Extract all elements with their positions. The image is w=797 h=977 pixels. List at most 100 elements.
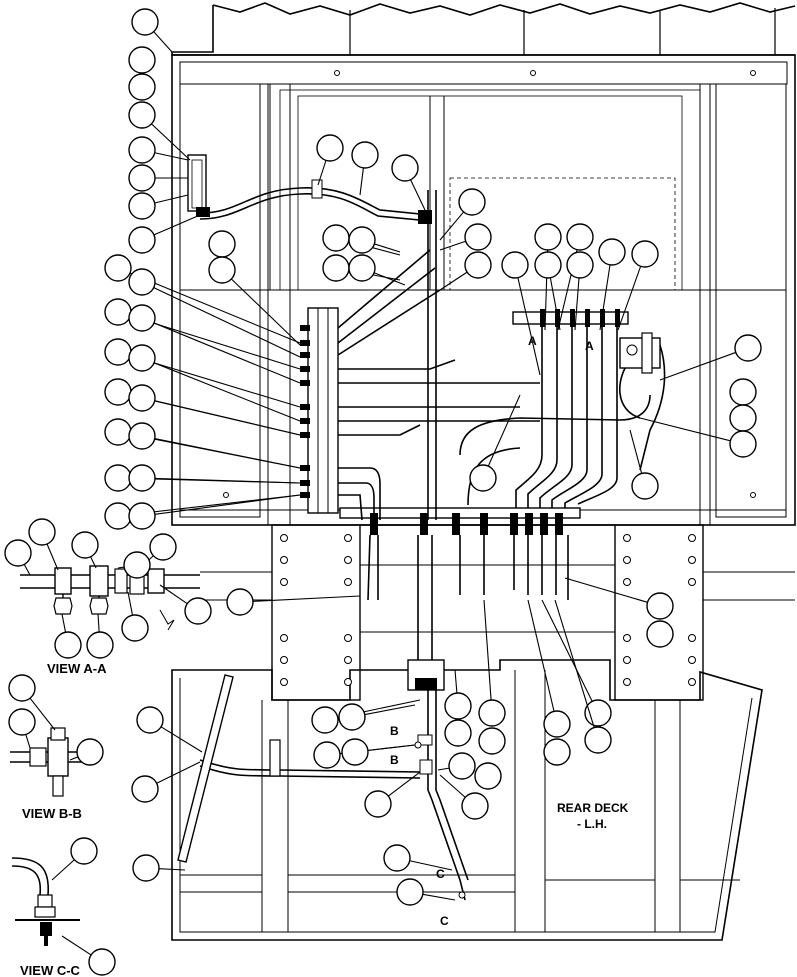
callout-leader-line (364, 704, 416, 716)
callout-balloon (104, 254, 132, 282)
callout-balloon (534, 223, 562, 251)
callout-balloon (4, 539, 32, 567)
callout-leader-line (154, 477, 301, 484)
callout-leader-line (574, 277, 580, 331)
switch-box (187, 154, 432, 224)
callout-balloon (543, 738, 571, 766)
callout-balloon (128, 384, 156, 412)
view-a-detail (20, 565, 200, 631)
callout-leader-line (23, 564, 31, 576)
callout-balloon (104, 298, 132, 326)
callout-balloon (128, 46, 156, 74)
callout-leader-line (527, 599, 555, 712)
callout-balloon (729, 404, 757, 432)
callout-balloon (501, 251, 529, 279)
callout-balloon (136, 706, 164, 734)
callout-balloon (128, 136, 156, 164)
callout-leader-line (117, 566, 125, 569)
callout-balloon (208, 230, 236, 258)
callout-balloon (128, 464, 156, 492)
callout-leader-line (230, 278, 301, 346)
callout-balloon (478, 727, 506, 755)
callout-leader-line (373, 272, 406, 286)
callout-leader-line (409, 860, 453, 871)
callout-leader-line (599, 264, 611, 331)
callout-leader-line (439, 240, 466, 251)
section-mark-c-lower: C (440, 914, 449, 928)
callout-leader-line (158, 868, 186, 871)
callout-leader-line (153, 31, 173, 53)
callout-leader-line (160, 726, 203, 753)
callout-leader-line (61, 935, 92, 956)
callout-leader-line (154, 152, 189, 161)
rear-deck-label: REAR DECK (557, 801, 629, 815)
callout-leader-line (29, 697, 56, 731)
callout-leader-line (25, 734, 31, 749)
callout-leader-line (154, 400, 301, 436)
callout-balloon (104, 464, 132, 492)
callout-leader-line (97, 613, 100, 633)
view-b-label: VIEW B-B (22, 806, 82, 821)
callout-balloon (128, 268, 156, 296)
callout-balloon (128, 101, 156, 129)
view-c-detail (11, 857, 80, 946)
callout-balloon (316, 134, 344, 162)
callout-balloon (104, 502, 132, 530)
callout-balloon (631, 472, 659, 500)
callout-balloon (128, 304, 156, 332)
callout-balloon (646, 592, 674, 620)
callout-balloon (128, 226, 156, 254)
callout-balloon (76, 738, 104, 766)
callout-balloon (128, 192, 156, 220)
callout-balloon (338, 703, 366, 731)
callout-leader-line (629, 429, 643, 474)
callout-leader-line (252, 595, 361, 602)
upper-manifold (512, 309, 629, 327)
callout-balloon (88, 948, 116, 976)
callout-balloon (543, 710, 571, 738)
callout-leader-line (127, 591, 134, 616)
callout-balloon (123, 551, 151, 579)
view-c-label: VIEW C-C (20, 963, 81, 977)
callout-leader-line (439, 774, 466, 798)
callout-balloon (322, 224, 350, 252)
view-b-detail (10, 727, 90, 797)
callout-leader-line (388, 771, 421, 797)
callout-balloon (598, 238, 626, 266)
callout-balloon (226, 588, 254, 616)
callout-balloon (311, 706, 339, 734)
lower-manifold (339, 507, 581, 535)
callout-leader-line (367, 744, 416, 752)
callout-leader-line (153, 322, 301, 384)
callout-balloon (448, 752, 476, 780)
callout-balloon (364, 790, 392, 818)
callout-balloon (734, 334, 762, 362)
callout-balloon (341, 738, 369, 766)
callout-leader-line (617, 266, 642, 331)
manifold-block (300, 307, 339, 514)
callout-leader-line (439, 271, 468, 291)
callout-balloon (534, 251, 562, 279)
pilot-valve (619, 332, 661, 374)
callout-leader-line (410, 179, 426, 211)
callout-leader-line (517, 277, 541, 376)
callout-balloon (474, 762, 502, 790)
callout-balloon (149, 533, 177, 561)
callout-balloon (478, 699, 506, 727)
callout-leader-line (61, 613, 67, 633)
view-a-label: VIEW A-A (47, 661, 107, 676)
callout-balloon (469, 464, 497, 492)
callout-leader-line (549, 277, 561, 331)
callout-leader-line (317, 160, 327, 186)
callout-balloon (729, 378, 757, 406)
callout-balloon (566, 251, 594, 279)
callout-balloon (383, 844, 411, 872)
callout-balloon (128, 164, 156, 192)
callout-leader-line (51, 859, 75, 881)
callout-balloon (631, 240, 659, 268)
section-mark-b-lower: B (390, 753, 399, 767)
callout-leader-line (454, 669, 458, 694)
callout-leader-line (153, 214, 201, 236)
callout-balloon (86, 631, 114, 659)
callout-balloon (8, 674, 36, 702)
